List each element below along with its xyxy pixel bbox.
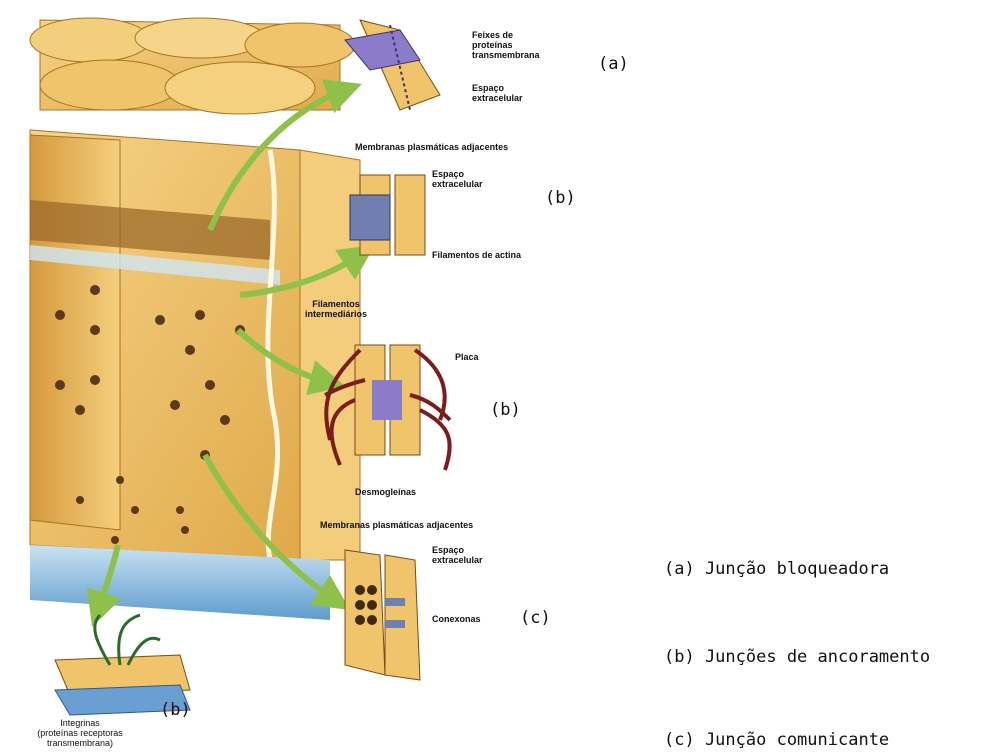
legend-item-b: (b) Junções de ancoramento (664, 647, 930, 667)
label-adjacent-membranes-2: Membranas plasmáticas adjacentes (320, 520, 473, 530)
label-desmogleins: Desmogleínas (355, 487, 416, 497)
tag-b-hemidesmosome: (b) (160, 700, 191, 720)
label-plaque: Placa (455, 352, 479, 362)
epithelium-top-surface (30, 18, 355, 114)
tag-b-adherens: (b) (545, 188, 576, 208)
label-connexons: Conexonas (432, 614, 481, 624)
label-extracellular-space-a: Espaço extracelular (472, 83, 523, 103)
legend-item-a: (a) Junção bloqueadora (664, 559, 889, 579)
gap-junction-icon (345, 550, 420, 680)
label-integrins: Integrinas (proteínas receptoras transme… (10, 718, 150, 748)
label-extracellular-space-c: Espaço extracelular (432, 545, 483, 565)
tight-junction-icon (345, 20, 440, 110)
label-extracellular-space-b: Espaço extracelular (432, 169, 483, 189)
cell-cross-section (30, 130, 360, 560)
legend-item-c: (c) Junção comunicante (664, 730, 889, 750)
label-actin-filaments: Filamentos de actina (432, 250, 521, 260)
tag-b-desmosome: (b) (490, 400, 521, 420)
label-intermediate-filaments: Filamentos intermediários (305, 299, 367, 319)
tag-c: (c) (520, 608, 551, 628)
adherens-junction-icon (350, 175, 425, 255)
tag-a: (a) (598, 54, 629, 74)
label-adjacent-membranes-1: Membranas plasmáticas adjacentes (355, 142, 508, 152)
label-transmembrane-protein-bundles: Feixes de proteínas transmembrana (472, 30, 540, 60)
